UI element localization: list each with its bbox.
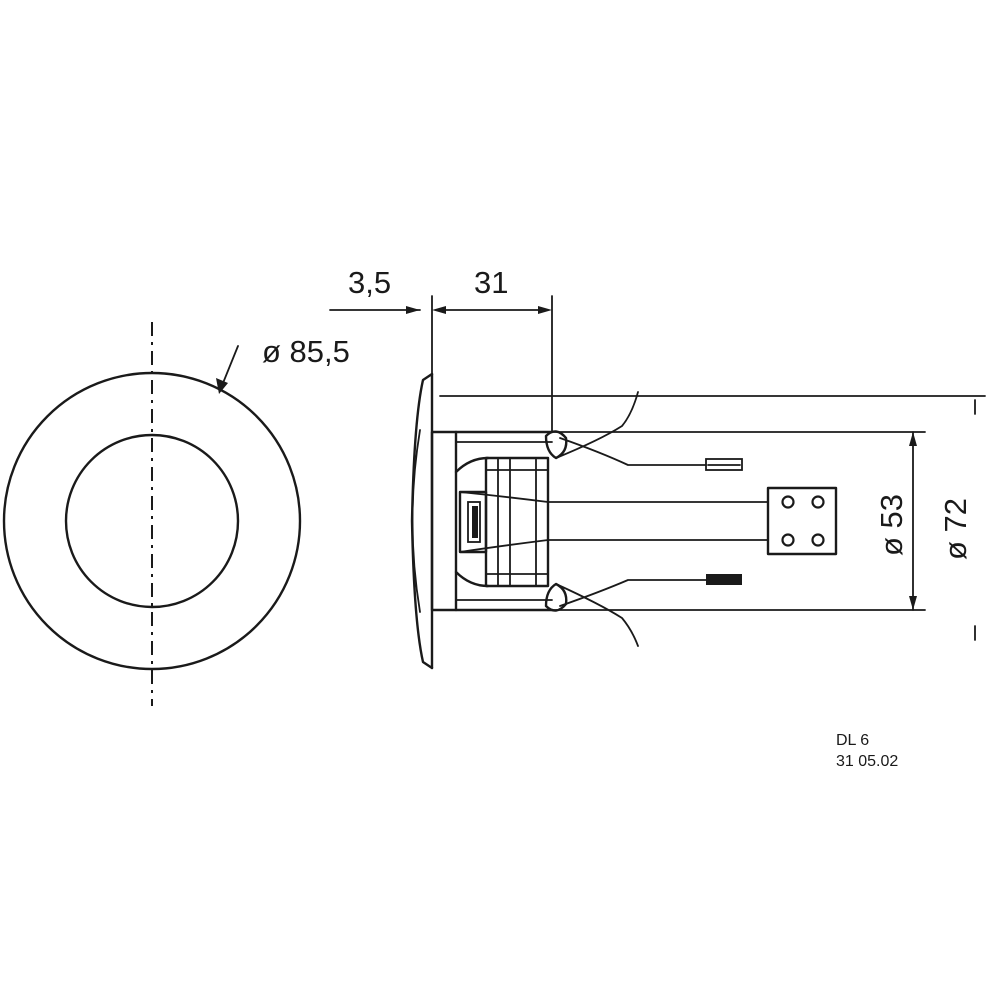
depth-label: 31	[474, 265, 508, 300]
terminal-block	[766, 486, 838, 556]
terminal-wire-lower-bend	[459, 539, 549, 553]
front-view: ø 85,5	[2, 322, 350, 706]
cutout-arrowhead-bottom	[909, 596, 917, 610]
terminal-hole-4	[811, 533, 825, 547]
terminal-hole-3	[781, 533, 795, 547]
depth-arrowhead	[538, 306, 552, 314]
drawing-date: 31 05.02	[836, 753, 898, 770]
outer-diameter-leader	[220, 345, 239, 389]
pole-core	[467, 501, 481, 543]
body-diameter-label: ø 72	[938, 498, 973, 560]
voice-coil	[472, 506, 478, 538]
thickness-arrowhead	[406, 306, 420, 314]
spring-wire-top	[555, 391, 639, 459]
mounting-ring	[430, 430, 458, 612]
side-view	[410, 372, 838, 670]
connector-pin-top	[705, 458, 743, 471]
inner-opening-circle	[64, 433, 240, 609]
terminal-wire-upper-bend	[459, 491, 549, 503]
flange-dome	[411, 429, 421, 613]
spring-wire-bottom	[555, 583, 639, 647]
cutout-arrowhead-top	[909, 432, 917, 446]
model-code: DL 6	[836, 732, 869, 749]
outer-diameter-label: ø 85,5	[262, 334, 350, 369]
thickness-arrowhead-right	[432, 306, 446, 314]
cutout-diameter-label: ø 53	[874, 494, 909, 556]
clip-top	[544, 430, 568, 460]
outer-diameter-arrowhead	[216, 378, 228, 394]
dimensions: 3,5 31 ø 53 ø 72	[329, 265, 986, 641]
terminal-hole-2	[811, 495, 825, 509]
title-block: DL 6 31 05.02	[836, 732, 898, 770]
flange-front-profile	[410, 372, 434, 670]
basket-curve-top	[454, 456, 490, 474]
magnet-outer	[484, 456, 550, 588]
thickness-label: 3,5	[348, 265, 391, 300]
pole-piece	[458, 490, 488, 554]
basket-curve-bottom	[454, 570, 490, 588]
lead-wire-top	[559, 437, 707, 466]
lead-wire-bottom	[559, 579, 707, 607]
terminal-hole-1	[781, 495, 795, 509]
connector-pin-bottom	[706, 574, 742, 585]
